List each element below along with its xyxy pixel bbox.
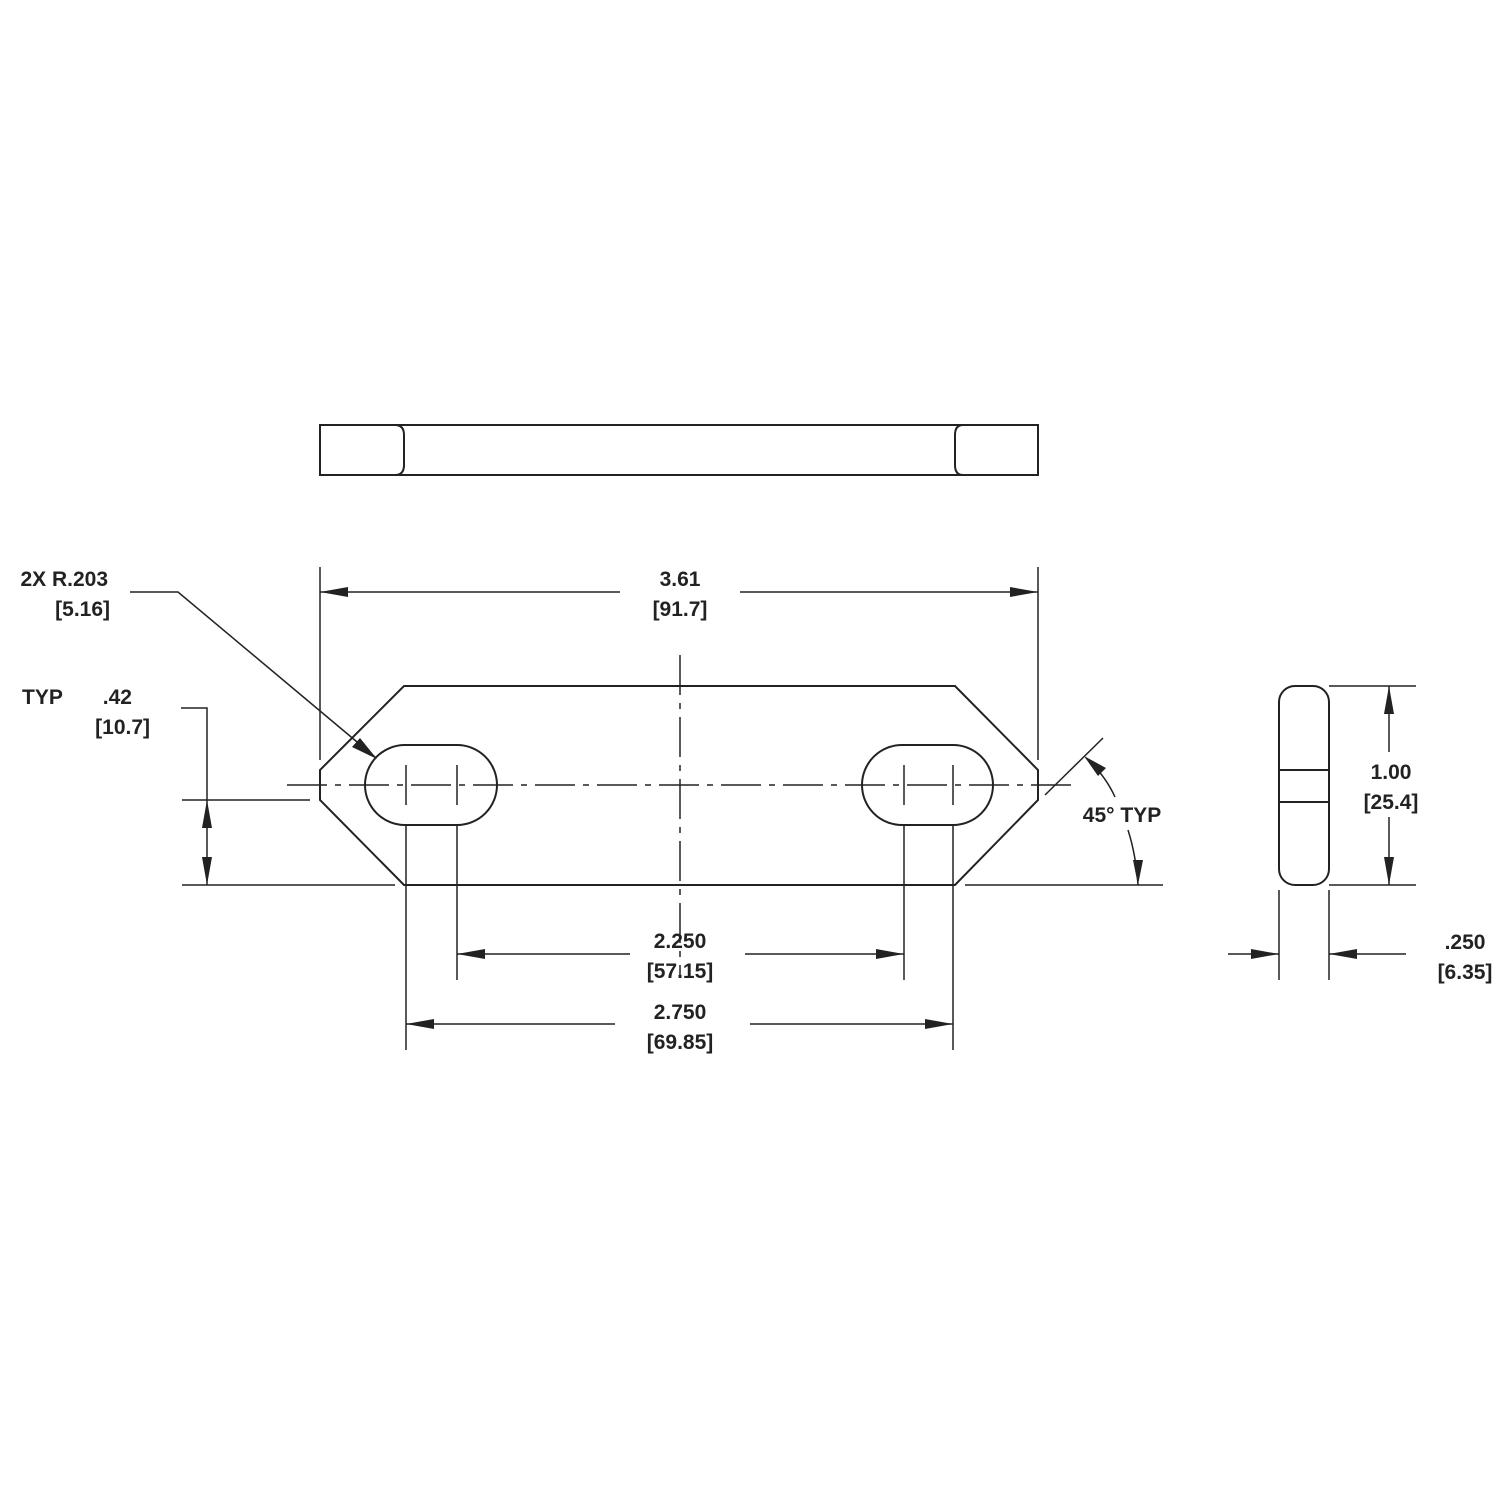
slot-radius-mm: [5.16] xyxy=(55,598,110,621)
front-view xyxy=(287,655,1072,975)
inner-spacing-mm: [57.15] xyxy=(647,960,714,983)
width-dimension: 1.00 [25.4] xyxy=(1329,685,1419,886)
chamfer-height-inch: .42 xyxy=(103,686,132,709)
inner-spacing-inch: 2.250 xyxy=(654,930,707,953)
overall-length-inch: 3.61 xyxy=(660,568,701,591)
outer-slot-spacing-dimension: 2.750 [69.85] xyxy=(405,825,954,1054)
thickness-inch: .250 xyxy=(1445,931,1486,954)
thickness-mm: [6.35] xyxy=(1438,961,1493,984)
width-inch: 1.00 xyxy=(1371,761,1412,784)
overall-length-mm: [91.7] xyxy=(653,598,708,621)
chamfer-height-dimension: TYP .42 [10.7] xyxy=(22,686,395,886)
outer-spacing-mm: [69.85] xyxy=(647,1031,714,1054)
outer-spacing-inch: 2.750 xyxy=(654,1001,707,1024)
top-view xyxy=(319,424,1039,476)
chamfer-typ-label: TYP xyxy=(22,686,63,709)
inner-slot-spacing-dimension: 2.250 [57.15] xyxy=(456,825,905,983)
chamfer-angle-dimension: 45° TYP xyxy=(965,737,1163,886)
slot-radius-inch: 2X R.203 xyxy=(20,568,108,591)
chamfer-height-mm: [10.7] xyxy=(95,716,150,739)
width-mm: [25.4] xyxy=(1364,791,1419,814)
side-view xyxy=(1278,685,1330,886)
overall-length-dimension: 3.61 [91.7] xyxy=(319,567,1039,760)
thickness-dimension: .250 [6.35] xyxy=(1228,890,1492,984)
chamfer-angle-label: 45° TYP xyxy=(1083,804,1161,827)
slot-radius-callout: 2X R.203 [5.16] xyxy=(20,568,377,759)
